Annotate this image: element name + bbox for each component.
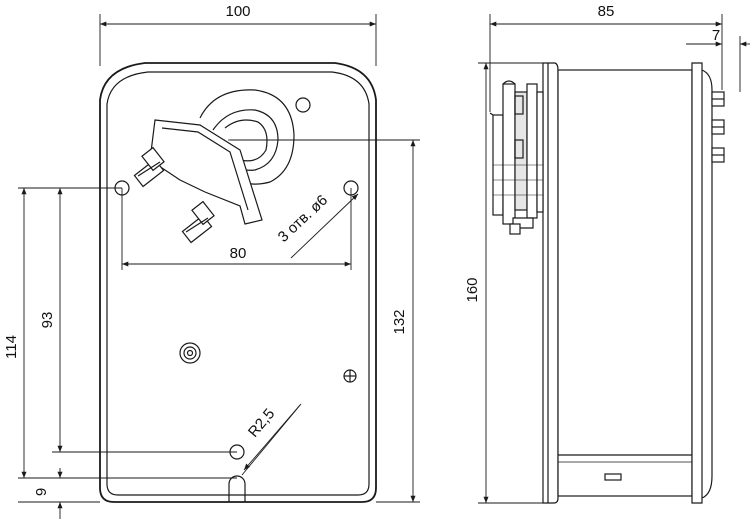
side-body xyxy=(557,69,693,497)
center-shaft-mid xyxy=(183,346,197,360)
top-screw-hole xyxy=(295,97,311,113)
clamp-bracket xyxy=(149,119,263,225)
front-width-label: 100 xyxy=(225,3,250,20)
center-shaft-inner xyxy=(186,349,194,357)
front-view xyxy=(99,62,377,503)
clamp-bolt-left xyxy=(133,146,165,188)
side-view xyxy=(489,62,725,504)
left-inner-dim-label: 93 xyxy=(39,312,56,329)
hole-note-label: 3 отв. ø6 xyxy=(275,192,331,246)
side-rear-flange xyxy=(542,62,559,504)
side-dimensions xyxy=(478,14,750,504)
side-shaft-clamp xyxy=(489,80,544,235)
side-height-label: 160 xyxy=(464,277,481,302)
front-dimensions xyxy=(18,14,420,519)
side-depth-label: 85 xyxy=(598,3,615,20)
clamp-ring-outer xyxy=(199,89,295,185)
front-height-label: 132 xyxy=(391,309,408,334)
center-shaft-outer xyxy=(179,342,201,364)
side-front-flange xyxy=(691,62,703,504)
bottom-slot xyxy=(228,475,246,502)
hole-spacing-label: 80 xyxy=(230,245,247,262)
side-connector-top xyxy=(711,91,725,163)
front-body-inner-outline xyxy=(106,71,370,496)
side-flange-label: 7 xyxy=(712,27,720,44)
left-outer-dim-label: 114 xyxy=(3,335,20,359)
front-body-outline xyxy=(99,62,377,503)
clamp-bolt-right xyxy=(181,200,215,244)
bottom-offset-label: 9 xyxy=(33,488,50,496)
clamp-ring-core xyxy=(224,119,268,162)
